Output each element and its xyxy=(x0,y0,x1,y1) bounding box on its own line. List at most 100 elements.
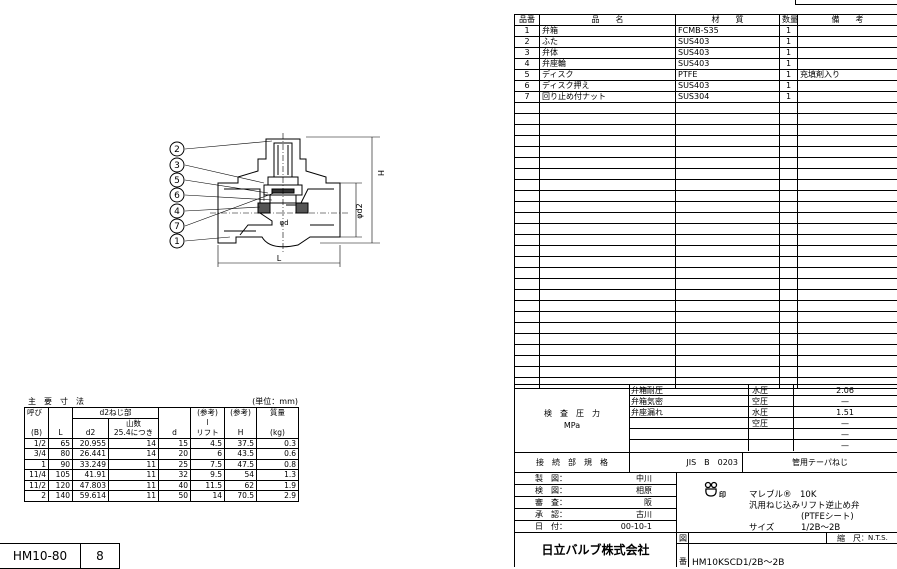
inspection-value: — xyxy=(793,418,897,429)
parts-empty-cell xyxy=(515,301,540,312)
parts-empty-cell xyxy=(540,235,676,246)
inspection-item: 弁箱気密 xyxy=(631,396,663,407)
parts-empty-cell xyxy=(540,323,676,334)
threads-per-inch: 11 xyxy=(109,459,159,470)
dim-d2-label: φd2 xyxy=(355,203,364,218)
parts-header-qty: 数量 xyxy=(780,15,798,26)
size-b: 2 xyxy=(25,491,49,502)
parts-empty-cell xyxy=(515,224,540,235)
part-name: 回り止め付ナット xyxy=(540,92,676,103)
part-name: ディスク押え xyxy=(540,81,676,92)
dimensions-unit: (単位：mm) xyxy=(252,396,298,407)
parts-empty-cell xyxy=(798,202,897,213)
parts-row xyxy=(515,114,897,125)
parts-empty-cell xyxy=(780,103,798,114)
parts-row xyxy=(515,257,897,268)
inspection-row: 弁箱気密空圧— xyxy=(629,396,897,407)
threads-per-inch: 11 xyxy=(109,491,159,502)
lift-l: 6 xyxy=(191,449,225,460)
parts-empty-cell xyxy=(798,290,897,301)
mass-kg: 1.9 xyxy=(257,480,299,491)
inspection-unit: MPa xyxy=(515,419,629,430)
parts-row xyxy=(515,268,897,279)
balloon-7: 7 xyxy=(174,222,180,232)
parts-empty-cell xyxy=(798,180,897,191)
page-code: HM10-80 xyxy=(0,543,81,569)
bore-d: 50 xyxy=(159,491,191,502)
size-b: 1 xyxy=(25,459,49,470)
parts-row xyxy=(515,191,897,202)
parts-row xyxy=(515,301,897,312)
inspection-value: — xyxy=(793,429,897,440)
part-no: 3 xyxy=(515,48,540,59)
parts-empty-cell xyxy=(798,103,897,114)
parts-header-no: 品番 xyxy=(515,15,540,26)
parts-empty-cell xyxy=(798,312,897,323)
dim-l-label: l xyxy=(263,195,265,203)
parts-row xyxy=(515,235,897,246)
parts-empty-cell xyxy=(515,246,540,257)
parts-empty-cell xyxy=(540,147,676,158)
parts-empty-cell xyxy=(676,235,780,246)
bore-d: 32 xyxy=(159,470,191,481)
threads-per-inch: 11 xyxy=(109,470,159,481)
length-l: 65 xyxy=(49,438,73,449)
height-h: 70.5 xyxy=(225,491,257,502)
parts-empty-cell xyxy=(540,301,676,312)
parts-empty-cell xyxy=(676,147,780,158)
part-qty: 1 xyxy=(780,26,798,37)
page-number: 8 xyxy=(80,543,120,569)
inspection-value: — xyxy=(793,440,897,451)
parts-empty-cell xyxy=(780,213,798,224)
thread-d2: 33.249 xyxy=(73,459,109,470)
parts-empty-cell xyxy=(540,257,676,268)
parts-empty-cell xyxy=(780,136,798,147)
parts-empty-cell xyxy=(676,246,780,257)
parts-empty-cell xyxy=(540,103,676,114)
parts-empty-cell xyxy=(676,323,780,334)
parts-row xyxy=(515,312,897,323)
parts-empty-cell xyxy=(676,136,780,147)
scale-label: 縮 尺 xyxy=(837,533,861,544)
parts-empty-cell xyxy=(515,268,540,279)
parts-empty-cell xyxy=(780,180,798,191)
parts-empty-cell xyxy=(780,356,798,367)
connection-standard: JIS B 0203 xyxy=(629,453,743,472)
header-b: (B) xyxy=(25,428,49,438)
dim-L-label: L xyxy=(277,254,282,263)
parts-empty-cell xyxy=(780,279,798,290)
parts-empty-cell xyxy=(515,114,540,125)
header-L: L xyxy=(49,428,73,438)
height-h: 43.5 xyxy=(225,449,257,460)
parts-empty-cell xyxy=(515,334,540,345)
parts-empty-cell xyxy=(515,103,540,114)
balloon-1: 1 xyxy=(174,237,180,247)
approval-name: 阪 xyxy=(644,497,652,509)
parts-empty-cell xyxy=(798,367,897,378)
parts-empty-cell xyxy=(798,114,897,125)
inspection-medium: 水圧 xyxy=(752,385,768,396)
parts-empty-cell xyxy=(676,202,780,213)
threads-per-inch: 14 xyxy=(109,449,159,460)
approval-role: 審 査： xyxy=(535,497,567,509)
parts-empty-cell xyxy=(540,202,676,213)
header-lift: リフト xyxy=(191,428,225,438)
parts-row xyxy=(515,158,897,169)
parts-row xyxy=(515,136,897,147)
approval-row: 審 査： 阪 xyxy=(514,497,676,509)
parts-empty-cell xyxy=(515,312,540,323)
balloon-2: 2 xyxy=(174,145,180,155)
parts-row xyxy=(515,290,897,301)
size-value: 1/2B～2B xyxy=(801,521,840,533)
part-name: ディスク xyxy=(540,70,676,81)
thread-d2: 41.91 xyxy=(73,470,109,481)
parts-row xyxy=(515,103,897,114)
parts-empty-cell xyxy=(540,224,676,235)
dim-d-label: φd xyxy=(279,219,288,227)
lift-l: 7.5 xyxy=(191,459,225,470)
